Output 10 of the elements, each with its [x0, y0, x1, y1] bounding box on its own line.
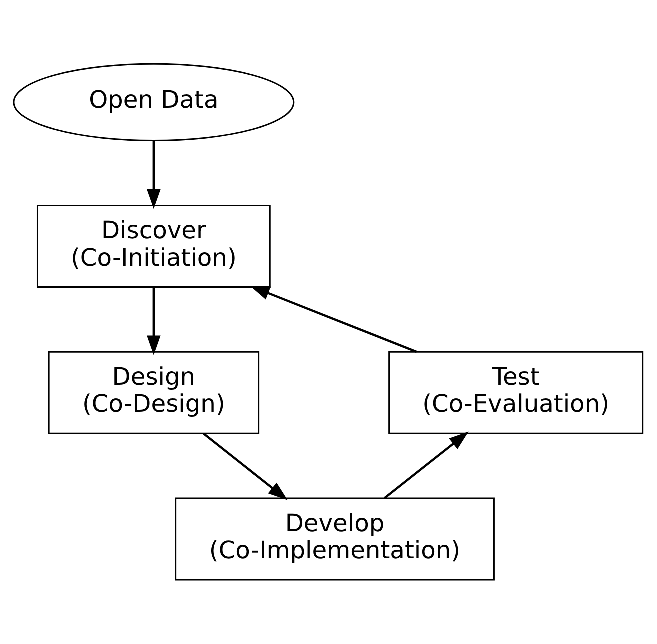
- arrow: [147, 288, 161, 356]
- arrow: [250, 286, 418, 354]
- node-box: Test (Co-Evaluation): [388, 351, 644, 434]
- arrow: [384, 432, 469, 500]
- node-box: Design (Co-Design): [48, 351, 260, 434]
- node-box: Discover (Co-Initiation): [36, 204, 271, 288]
- arrow: [147, 141, 161, 210]
- node-ellipse: Open Data: [13, 63, 295, 142]
- arrow: [203, 433, 288, 500]
- node-box: Develop (Co-Implementation): [175, 498, 495, 581]
